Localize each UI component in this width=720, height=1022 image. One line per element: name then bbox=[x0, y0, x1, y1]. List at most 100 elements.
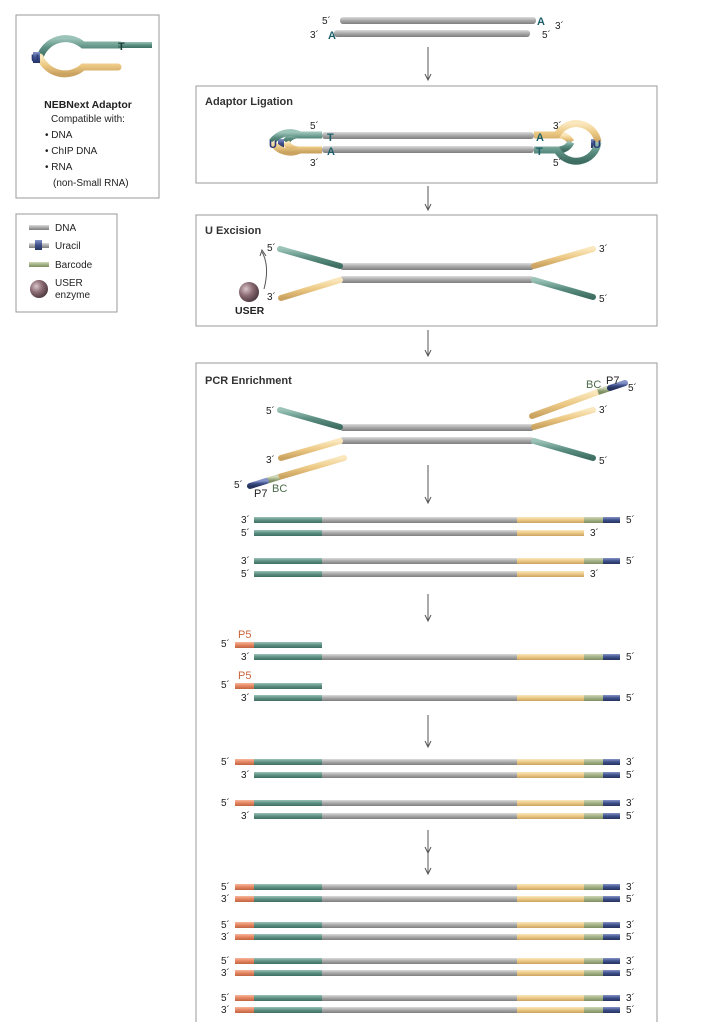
five-prime-label: 5´ bbox=[626, 1004, 635, 1016]
panel-title: U Excision bbox=[205, 225, 262, 237]
adaptor-segment bbox=[254, 884, 322, 890]
adaptor-segment bbox=[517, 934, 584, 940]
uracil-label: U bbox=[593, 139, 601, 151]
three-prime-label: 3´ bbox=[266, 454, 275, 466]
p5-segment bbox=[235, 683, 254, 689]
five-prime-label: 5´ bbox=[599, 455, 608, 467]
a-overhang-label: A bbox=[328, 30, 336, 42]
insert-segment bbox=[322, 530, 517, 536]
pcr-stage-p5-priming: P55´3´5´P55´3´5´ bbox=[221, 629, 635, 704]
p7-segment bbox=[603, 759, 620, 765]
adaptor-segment bbox=[517, 995, 584, 1001]
arrow bbox=[424, 330, 432, 358]
p5-segment bbox=[235, 759, 254, 765]
adaptor-segment bbox=[254, 1007, 322, 1013]
three-prime-label: 3´ bbox=[241, 810, 250, 822]
p7-label: P7 bbox=[254, 488, 267, 500]
five-prime-label: 5´ bbox=[221, 919, 230, 931]
panel-adaptor-ligation: Adaptor Ligation U U T A A T 5´ 3´ 3´ 5´ bbox=[195, 85, 658, 184]
arrow bbox=[424, 186, 432, 212]
barcode-segment bbox=[584, 800, 603, 806]
p7-segment bbox=[603, 896, 620, 902]
three-prime-label: 3´ bbox=[241, 769, 250, 781]
insert-segment bbox=[322, 558, 517, 564]
p7-segment bbox=[603, 958, 620, 964]
three-prime-label: 3´ bbox=[626, 992, 635, 1004]
insert-segment bbox=[322, 517, 517, 523]
three-prime-label: 3´ bbox=[267, 291, 276, 303]
p5-segment bbox=[235, 800, 254, 806]
adaptor-item-rna-note: (non-Small RNA) bbox=[53, 178, 129, 189]
insert-segment bbox=[322, 695, 517, 701]
p7-segment bbox=[603, 813, 620, 819]
adaptor-segment bbox=[517, 958, 584, 964]
three-prime-label: 3´ bbox=[626, 797, 635, 809]
arrow bbox=[424, 594, 432, 623]
adaptor-item-rna: • RNA bbox=[45, 162, 73, 173]
five-prime-label: 5´ bbox=[626, 967, 635, 979]
three-prime-label: 3´ bbox=[241, 555, 250, 567]
p7-segment bbox=[603, 995, 620, 1001]
five-prime-label: 5´ bbox=[221, 638, 230, 650]
adaptor-segment bbox=[517, 922, 584, 928]
five-prime-label: 5´ bbox=[310, 120, 319, 132]
p7-segment bbox=[603, 884, 620, 890]
three-prime-label: 3´ bbox=[590, 527, 599, 539]
uracil-label: U bbox=[269, 139, 277, 151]
five-prime-label: 5´ bbox=[241, 527, 250, 539]
p5-segment bbox=[235, 896, 254, 902]
adaptor-segment bbox=[517, 970, 584, 976]
p7-segment bbox=[603, 1007, 620, 1013]
double-arrow bbox=[424, 830, 432, 876]
five-prime-label: 5´ bbox=[626, 769, 635, 781]
p5-label: P5 bbox=[238, 629, 251, 641]
insert-segment bbox=[322, 654, 517, 660]
user-label: USER bbox=[235, 305, 265, 317]
five-prime-label: 5´ bbox=[241, 568, 250, 580]
adaptor-segment bbox=[254, 695, 322, 701]
five-prime-label: 5´ bbox=[542, 29, 551, 41]
arrow bbox=[424, 465, 432, 505]
legend-barcode-label: Barcode bbox=[55, 260, 93, 271]
a-base-label: A bbox=[536, 132, 544, 144]
p7-label: P7 bbox=[606, 375, 619, 387]
p5-segment bbox=[235, 1007, 254, 1013]
five-prime-label: 5´ bbox=[221, 797, 230, 809]
legend: DNA Uracil Barcode USER enzyme bbox=[15, 213, 118, 313]
barcode-segment bbox=[584, 759, 603, 765]
insert-segment bbox=[322, 922, 517, 928]
adaptor-segment bbox=[254, 558, 322, 564]
adaptor-segment bbox=[254, 571, 322, 577]
five-prime-label: 5´ bbox=[221, 881, 230, 893]
adaptor-item-dna: • DNA bbox=[45, 130, 73, 141]
adaptor-segment bbox=[517, 772, 584, 778]
p5-segment bbox=[235, 934, 254, 940]
bc-label: BC bbox=[586, 379, 601, 391]
five-prime-label: 5´ bbox=[267, 242, 276, 254]
insert-segment bbox=[322, 800, 517, 806]
three-prime-label: 3´ bbox=[221, 893, 230, 905]
adaptor-segment bbox=[254, 995, 322, 1001]
adaptor-segment bbox=[517, 558, 584, 564]
legend-enzyme-label: enzyme bbox=[55, 290, 90, 301]
barcode-segment bbox=[584, 884, 603, 890]
adaptor-segment bbox=[254, 934, 322, 940]
t-base-label: T bbox=[536, 146, 543, 158]
p5-segment bbox=[235, 884, 254, 890]
three-prime-label: 3´ bbox=[626, 955, 635, 967]
barcode-segment bbox=[584, 922, 603, 928]
three-prime-label: 3´ bbox=[241, 651, 250, 663]
adaptor-segment bbox=[254, 530, 322, 536]
adaptor-segment bbox=[254, 800, 322, 806]
barcode-segment bbox=[584, 970, 603, 976]
adaptor-segment bbox=[254, 683, 322, 689]
adaptor-segment bbox=[517, 571, 584, 577]
adaptor-segment bbox=[517, 884, 584, 890]
adaptor-compatible: Compatible with: bbox=[51, 114, 125, 125]
adaptor-t-label: T bbox=[118, 41, 125, 53]
p5-segment bbox=[235, 995, 254, 1001]
p7-segment bbox=[603, 772, 620, 778]
five-prime-label: 5´ bbox=[266, 405, 275, 417]
insert-segment bbox=[322, 896, 517, 902]
